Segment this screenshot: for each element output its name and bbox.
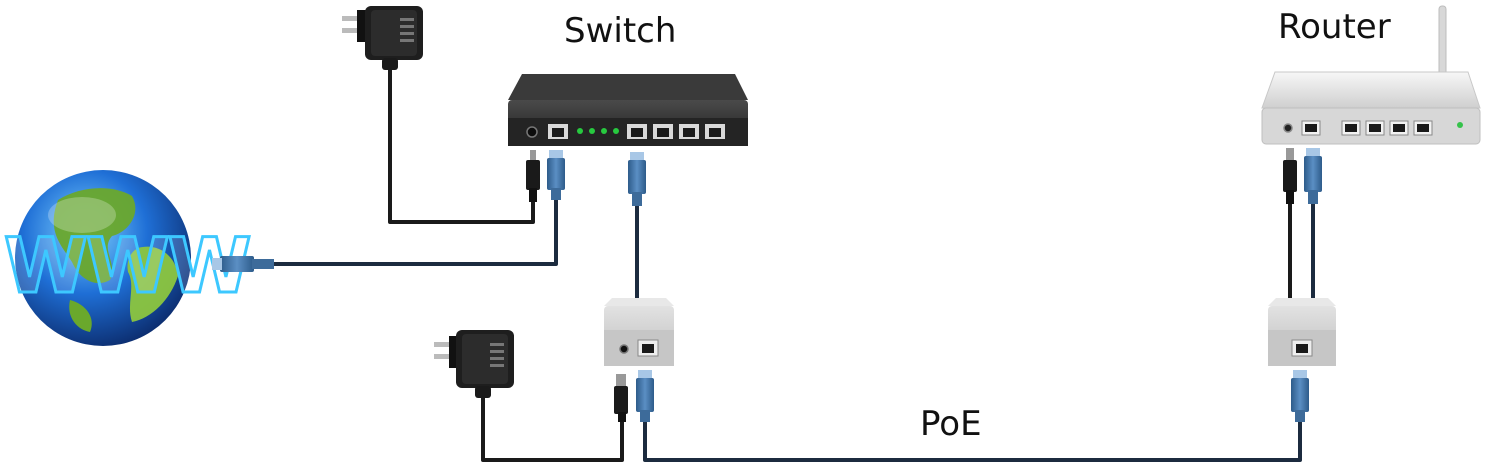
rj45-plug-icon bbox=[636, 370, 654, 422]
wireless-router-icon bbox=[1261, 5, 1481, 145]
rj45-plug-icon bbox=[1291, 370, 1309, 422]
dc-plug-icon bbox=[526, 150, 540, 202]
rj45-plug-icon bbox=[1304, 148, 1322, 204]
rj45-plug-icon bbox=[212, 256, 274, 272]
switch-label: Switch bbox=[564, 11, 677, 51]
dc-plug-icon bbox=[614, 374, 628, 422]
poe-label: PoE bbox=[920, 404, 982, 444]
rj45-plug-icon bbox=[547, 150, 565, 200]
rj45-plug-icon bbox=[628, 152, 646, 206]
globe-www-text: WWW bbox=[4, 221, 250, 310]
poe-splitter-icon bbox=[1268, 298, 1336, 366]
power-adapter-icon bbox=[342, 6, 423, 70]
poe-injector-icon bbox=[604, 298, 674, 366]
poe-cable bbox=[643, 418, 1302, 462]
dc-plug-icon bbox=[1283, 148, 1297, 204]
power-adapter-icon bbox=[434, 330, 514, 398]
network-switch-icon bbox=[508, 74, 748, 146]
internet-uplink-cable bbox=[270, 196, 558, 266]
cables bbox=[270, 66, 1315, 462]
router-label: Router bbox=[1278, 7, 1391, 47]
injector-power-cable bbox=[481, 390, 624, 462]
globe-www-icon: WWW bbox=[3, 170, 253, 346]
switch-power-cable bbox=[388, 66, 535, 224]
